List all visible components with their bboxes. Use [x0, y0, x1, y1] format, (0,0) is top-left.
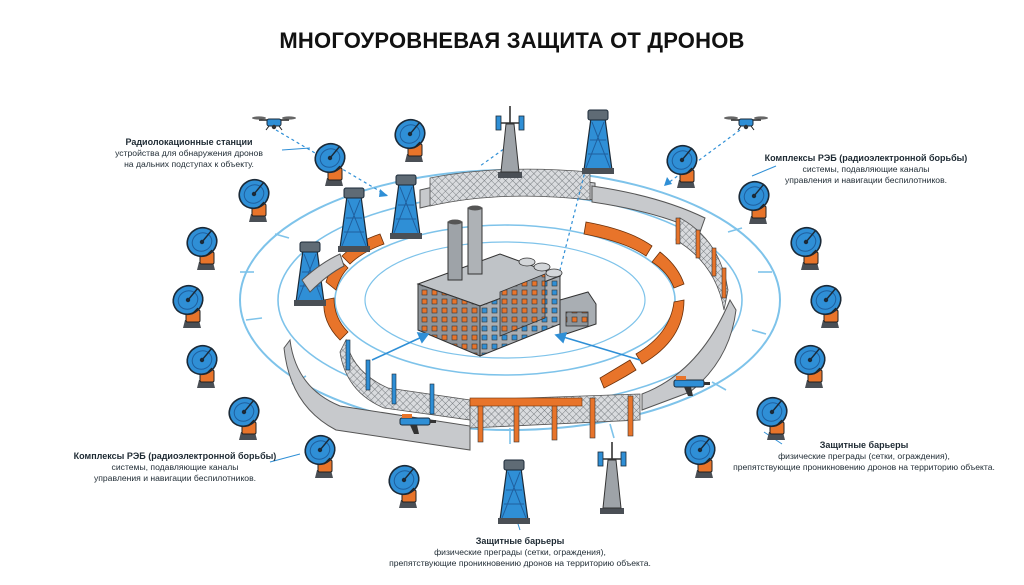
radar-dish-icon — [789, 339, 831, 389]
callout-text: физические преграды (сетки, ограждения), — [778, 451, 950, 461]
antenna-tower-icon — [597, 441, 627, 515]
fence-right — [675, 217, 729, 311]
radar-tower-icon — [389, 174, 423, 240]
callout-text: физические преграды (сетки, ограждения), — [434, 547, 606, 557]
callout-heading: Комплексы РЭБ (радиоэлектронной борьбы) — [764, 153, 968, 163]
radar-dish-icon — [389, 113, 431, 163]
radar-dish-icon — [383, 459, 425, 509]
fence-back — [429, 168, 591, 207]
drone-icon — [723, 115, 769, 131]
callout-heading: Комплексы РЭБ (радиоэлектронной борьбы) — [73, 451, 277, 461]
callout-heading: Защитные барьеры — [475, 536, 565, 546]
callout-radar-stations: Радиолокационные станции устройства для … — [96, 137, 282, 170]
callout-barriers-right: Защитные барьеры физические преграды (се… — [716, 440, 1012, 473]
callout-text: устройства для обнаружения дронов — [115, 148, 263, 158]
radar-dish-icon — [223, 391, 265, 441]
radar-dish-icon — [167, 279, 209, 329]
callout-text: системы, подавляющие каналы — [802, 164, 930, 174]
callout-reb-left: Комплексы РЭБ (радиоэлектронной борьбы) … — [68, 451, 282, 484]
wall-right — [641, 298, 737, 411]
callout-text: управления и навигации беспилотников. — [93, 473, 257, 483]
link-arrow — [379, 189, 388, 197]
inner-orange-barrier — [323, 221, 685, 389]
radar-dish-icon — [181, 221, 223, 271]
core-ring — [364, 241, 646, 359]
callout-barriers-bottom: Защитные барьеры физические преграды (се… — [366, 536, 674, 569]
callout-reb-right: Комплексы РЭБ (радиоэлектронной борьбы) … — [760, 153, 972, 186]
callout-text: препятствующие проникновению дронов на т… — [389, 558, 651, 568]
radar-dish-icon — [805, 279, 847, 329]
antenna-tower-icon — [495, 105, 525, 179]
wall-left-back — [301, 253, 345, 293]
fence-right-posts — [675, 217, 727, 299]
radar-tower-icon — [497, 459, 531, 525]
radar-dish-icon — [299, 429, 341, 479]
callout-text: на дальних подступах к объекту. — [124, 159, 254, 169]
radar-tower-icon — [581, 109, 615, 175]
radar-dish-icon — [785, 221, 827, 271]
page-title: МНОГОУРОВНЕВАЯ ЗАЩИТА ОТ ДРОНОВ — [279, 28, 745, 53]
callout-text: препятствующие проникновению дронов на т… — [733, 462, 995, 472]
callout-heading: Защитные барьеры — [819, 440, 909, 450]
drone-icon — [251, 115, 297, 131]
radar-dish-icon — [233, 173, 275, 223]
factory-icon — [416, 205, 597, 357]
callout-heading: Радиолокационные станции — [125, 137, 253, 147]
radar-dish-icon — [181, 339, 223, 389]
inner-ring — [334, 224, 676, 376]
inward-arrows — [371, 331, 641, 361]
front-orange-bar — [469, 397, 583, 407]
callout-text: системы, подавляющие каналы — [111, 462, 239, 472]
callout-text: управления и навигации беспилотников. — [784, 175, 948, 185]
radar-dish-icon — [309, 137, 351, 187]
radar-dish-icon — [751, 391, 793, 441]
link-arrow — [664, 177, 672, 186]
fence-front-left-posts — [345, 339, 435, 415]
radar-dish-icon — [679, 429, 721, 479]
